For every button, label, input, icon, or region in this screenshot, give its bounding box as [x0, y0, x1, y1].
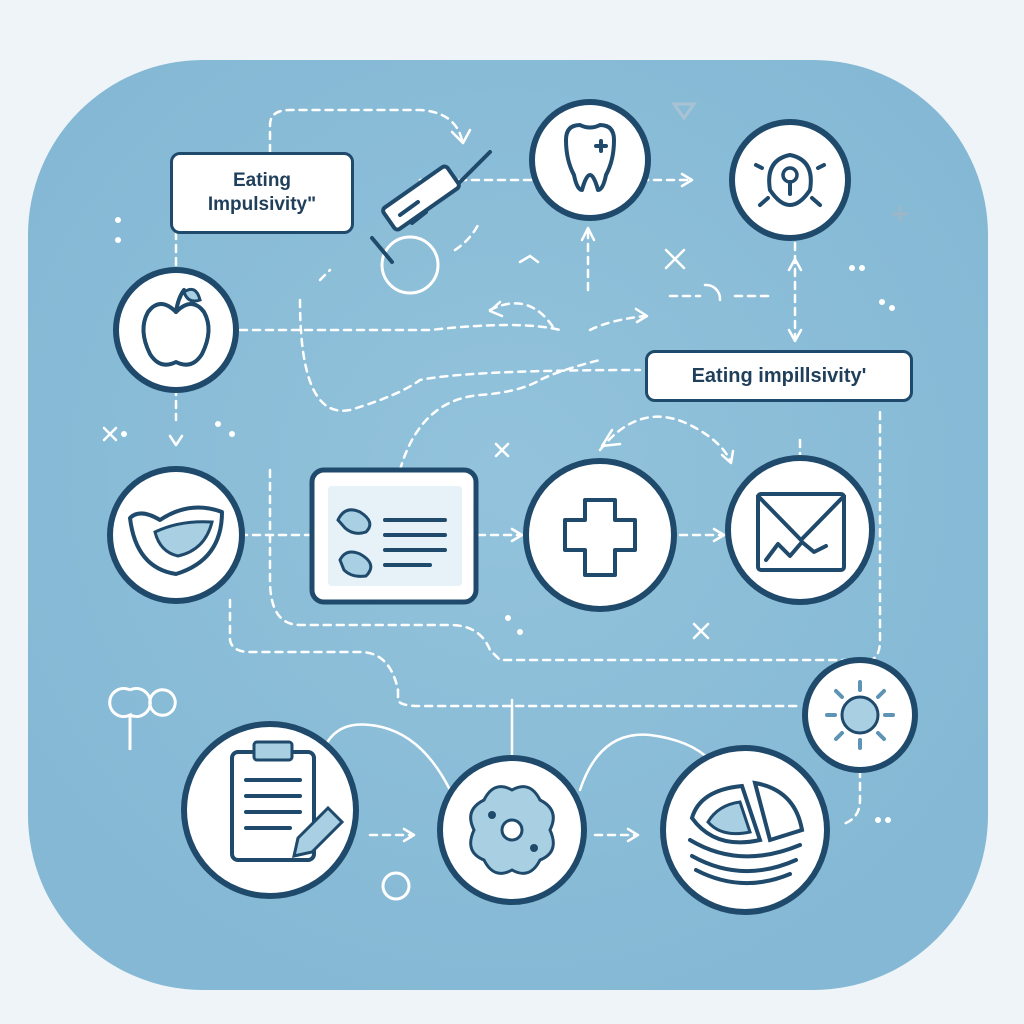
label-line-1: Eating: [232, 170, 292, 191]
syringe-icon: [370, 150, 492, 264]
clipboard-icon: [181, 721, 359, 899]
connector-lines: [168, 108, 882, 843]
eating-impulsivity-label-top: Eating Impulsivity": [170, 152, 354, 234]
tooth-icon: [529, 99, 651, 221]
apple-icon: [113, 267, 239, 393]
decorative-marks: [102, 102, 908, 901]
sandwich-icon: [660, 745, 830, 915]
flower-cell-icon: [437, 755, 587, 905]
eating-impulsivity-label-right: Eating impillsivity': [645, 350, 913, 402]
bowl-icon: [107, 466, 245, 604]
label-line-2: Impulsivity": [207, 194, 317, 215]
label-text: Eating impillsivity': [691, 364, 867, 387]
medical-cross-icon: [523, 458, 677, 612]
envelope-chart-icon: [725, 455, 875, 605]
pill-card-icon: [309, 467, 479, 605]
brain-bulb-icon: [729, 119, 851, 241]
virus-icon: [802, 657, 918, 773]
